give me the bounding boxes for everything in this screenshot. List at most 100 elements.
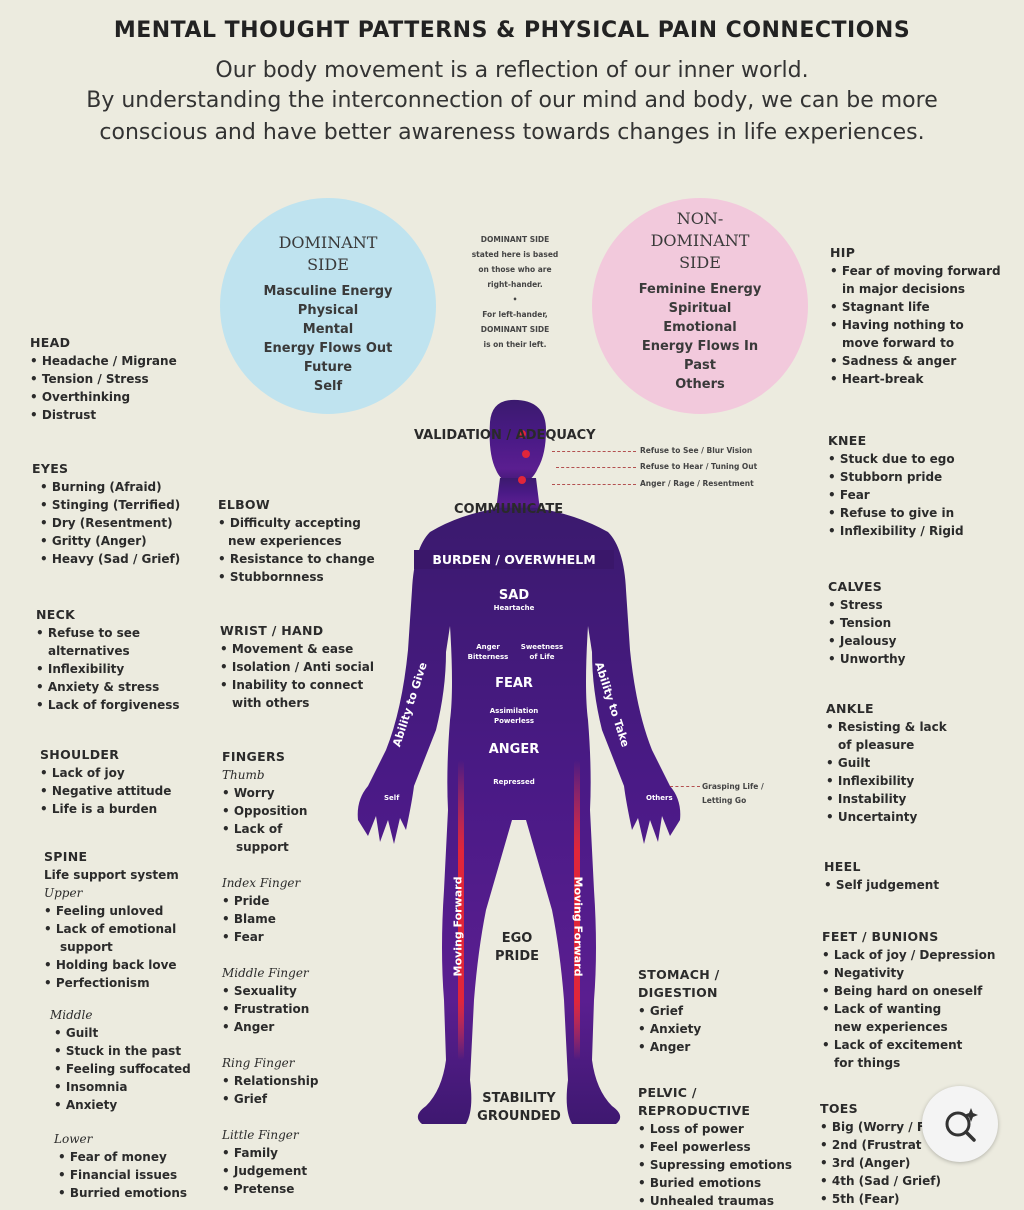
fear-label: FEAR — [495, 676, 533, 691]
item-text: Anger — [233, 1020, 275, 1034]
list-item: • Buried emotions — [638, 1176, 762, 1190]
list-item: • Loss of power — [638, 1122, 744, 1136]
item-text: Resistance to change — [229, 552, 375, 566]
list-item: • Lack of emotional — [44, 922, 177, 936]
item-text: in major decisions — [842, 282, 966, 296]
knee-section: KNEE • Stuck due to ego • Stubborn pride… — [828, 432, 964, 540]
non-dominant-side-circle: NON- DOMINANT SIDE Feminine Energy Spiri… — [592, 198, 808, 414]
list-item: • Sexuality — [222, 984, 297, 998]
list-item: • Resistance to change — [218, 552, 375, 566]
item-text: Fear of money — [69, 1150, 167, 1164]
item-text: Feeling suffocated — [65, 1062, 191, 1076]
section-title: FINGERS — [222, 749, 286, 764]
item-text: new experiences — [834, 1020, 948, 1034]
item-text: Negative attitude — [51, 784, 172, 798]
list-item: • 4th (Sad / Grief) — [820, 1174, 941, 1188]
list-item: • Difficulty accepting — [218, 516, 361, 530]
visual-search-button[interactable] — [922, 1086, 998, 1162]
label-line: GROUNDED — [477, 1109, 561, 1124]
others-label: Others — [646, 794, 673, 802]
section-title: STOMACH / — [638, 967, 720, 982]
heartache-label: Heartache — [493, 604, 535, 612]
item-text: Lack of wanting — [833, 1002, 942, 1016]
item-text: Supressing emotions — [649, 1158, 793, 1172]
item-text: Stagnant life — [841, 300, 930, 314]
leader-line — [552, 484, 636, 485]
list-item: • Perfectionism — [44, 976, 150, 990]
repressed-label: Repressed — [493, 778, 535, 786]
item-text: Inflexibility / Rigid — [839, 524, 964, 538]
hip-section: HIP • Fear of moving forward in major de… — [830, 244, 1001, 388]
communicate-label: COMMUNICATE — [454, 502, 564, 517]
list-item: • Being hard on oneself — [822, 984, 983, 998]
non-dominant-item: Energy Flows In — [641, 339, 759, 354]
dominant-item: Self — [313, 379, 343, 394]
list-item: • 2nd (Frustrat — [820, 1138, 922, 1152]
label-line: Grasping Life / — [702, 782, 764, 791]
list-item: • Dry (Resentment) — [40, 516, 173, 530]
toes-section: TOES • Big (Worry / F • 2nd (Frustrat • … — [820, 1100, 941, 1208]
item-text: move forward to — [842, 336, 955, 350]
item-text: Relationship — [233, 1074, 319, 1088]
section-title: NECK — [36, 607, 76, 622]
item-text: Heavy (Sad / Grief) — [51, 552, 181, 566]
item-text: Lack of forgiveness — [47, 698, 180, 712]
refuse-to-see-label: Refuse to See / Blur Vision — [640, 446, 753, 455]
item-text: for things — [834, 1056, 901, 1070]
item-text: 3rd (Anger) — [831, 1156, 911, 1170]
item-text: Lack of joy — [51, 766, 125, 780]
item-text: Lack of excitement — [833, 1038, 963, 1052]
item-text: Worry — [233, 786, 275, 800]
list-item: • Fear — [828, 488, 870, 502]
validation-adequacy-label: VALIDATION / ADEQUACY — [414, 428, 596, 443]
list-item: • Tension / Stress — [30, 372, 149, 386]
label-line: Bitterness — [467, 653, 509, 661]
list-item: • Stuck in the past — [54, 1044, 182, 1058]
label-line: Letting Go — [702, 796, 747, 805]
spine-intro: Life support system — [44, 868, 179, 882]
list-item: • Refuse to see — [36, 626, 141, 640]
item-text: 4th (Sad / Grief) — [831, 1174, 941, 1188]
item-text: Jealousy — [839, 634, 897, 648]
section-title: SHOULDER — [40, 747, 120, 762]
item-text: Isolation / Anti social — [231, 660, 374, 674]
item-text: Lack of emotional — [55, 922, 177, 936]
list-item: • Opposition — [222, 804, 308, 818]
non-dominant-item: Past — [684, 358, 716, 373]
list-item: • Jealousy — [828, 634, 897, 648]
item-text: 5th (Fear) — [831, 1192, 900, 1206]
item-text: Judgement — [233, 1164, 308, 1178]
item-text: support — [60, 940, 113, 954]
list-item: • Worry — [222, 786, 275, 800]
list-item: • Guilt — [826, 756, 871, 770]
section-title: FEET / BUNIONS — [822, 929, 939, 944]
item-text: Distrust — [41, 408, 97, 422]
item-text: Insomnia — [65, 1080, 128, 1094]
section-title: WRIST / HAND — [220, 623, 324, 638]
list-item: • Inflexibility — [826, 774, 915, 788]
spine-section: SPINE Life support system Upper • Feelin… — [44, 848, 191, 1202]
list-item: • Isolation / Anti social — [220, 660, 374, 674]
human-body-figure — [357, 399, 681, 1124]
item-text: Self judgement — [835, 878, 940, 892]
non-dominant-item: Emotional — [663, 320, 737, 335]
heel-section: HEEL • Self judgement — [824, 858, 939, 894]
shoulder-section: SHOULDER • Lack of joy • Negative attitu… — [40, 746, 171, 818]
list-item: new experiences — [218, 532, 375, 550]
list-item: • Unhealed traumas — [638, 1194, 774, 1208]
index-finger-label: Index Finger — [222, 876, 301, 890]
list-item: • Anxiety — [638, 1022, 702, 1036]
item-text: Opposition — [233, 804, 308, 818]
section-title: SPINE — [44, 849, 88, 864]
list-item: • Fear — [222, 930, 264, 944]
ring-finger-label: Ring Finger — [222, 1056, 295, 1070]
item-text: Fear — [839, 488, 870, 502]
item-text: Anxiety — [65, 1098, 118, 1112]
list-item: • Feeling unloved — [44, 904, 164, 918]
label-line: Sweetness — [520, 643, 564, 651]
stability-grounded-label: STABILITY GROUNDED — [464, 1090, 574, 1126]
item-text: Having nothing to — [841, 318, 964, 332]
note-line: For left-hander, — [482, 310, 548, 319]
non-dominant-item: Spiritual — [668, 301, 732, 316]
item-text: Refuse to give in — [839, 506, 955, 520]
